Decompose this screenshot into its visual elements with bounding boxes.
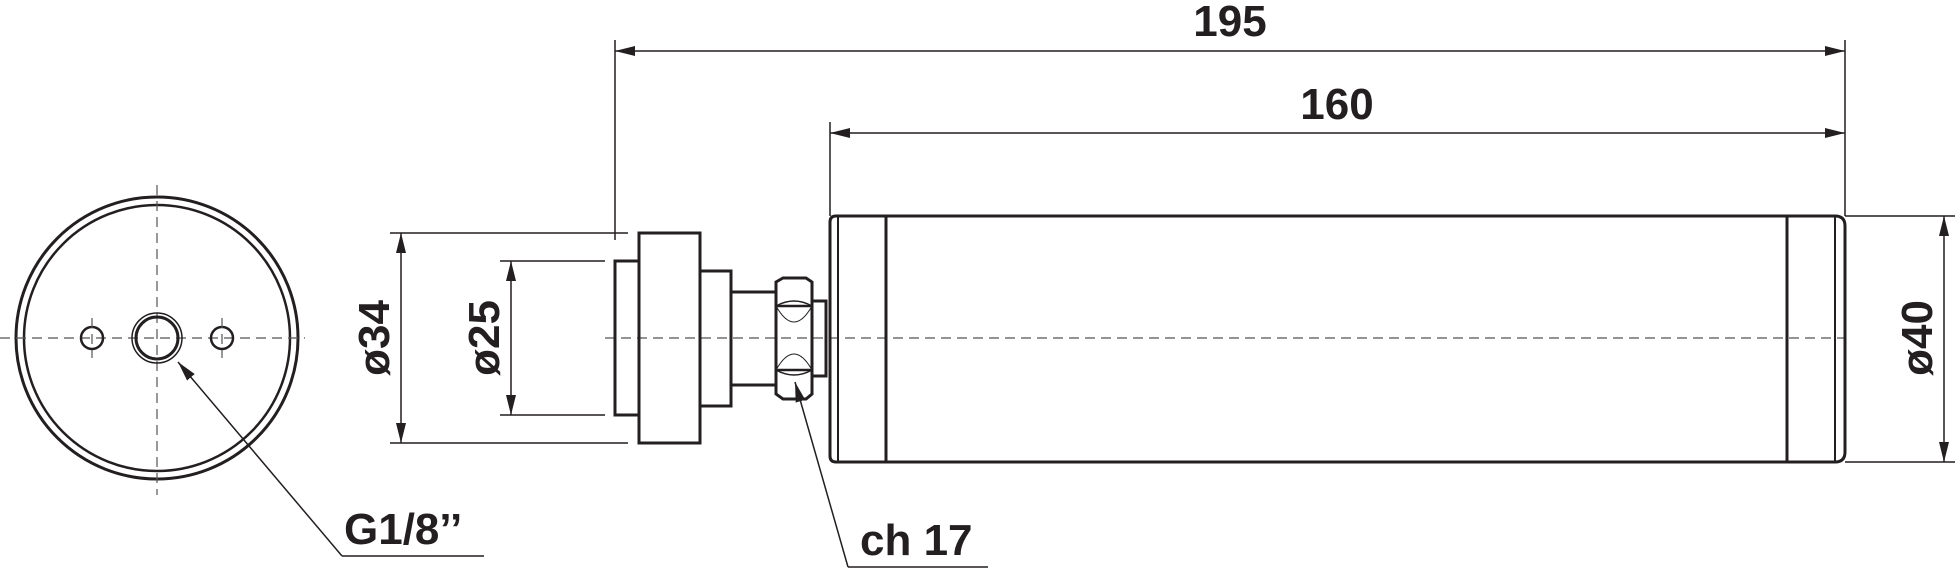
thread-callout: G1/8’’ [177, 361, 484, 557]
thread-label: G1/8’’ [344, 505, 462, 554]
main-body-outline [828, 214, 1847, 464]
washer [810, 299, 828, 378]
dimension-spigot-diameter: ø25 [460, 260, 605, 416]
hex-key-leader-line [794, 381, 849, 568]
dimension-label-40: ø40 [1893, 300, 1942, 376]
dimension-label-160: 160 [1300, 80, 1373, 129]
hex-nut-chamfer-mid [775, 305, 813, 371]
hex-nut-outline [774, 276, 814, 401]
side-view [605, 214, 1847, 464]
dimension-label-34: ø34 [350, 300, 399, 376]
thread-leader-line [177, 361, 343, 557]
dimension-flange-diameter: ø34 [350, 232, 628, 444]
hex-nut-chamfer-top [775, 300, 813, 307]
hex-nut-chamfer-bottom [775, 369, 813, 376]
dimension-body-length: 160 [829, 80, 1845, 216]
hex-key-label: ch 17 [860, 516, 973, 565]
main-body [828, 214, 1847, 464]
dimension-body-diameter: ø40 [1845, 215, 1955, 463]
dimension-label-195: 195 [1193, 0, 1266, 46]
end-view [0, 185, 305, 495]
hex-key-callout: ch 17 [794, 381, 988, 568]
hex-nut [774, 276, 814, 401]
dimension-overall-length: 195 [614, 0, 1846, 240]
thread-port-outer [131, 312, 183, 364]
thread-port [134, 315, 180, 361]
dimension-label-25: ø25 [460, 300, 509, 376]
